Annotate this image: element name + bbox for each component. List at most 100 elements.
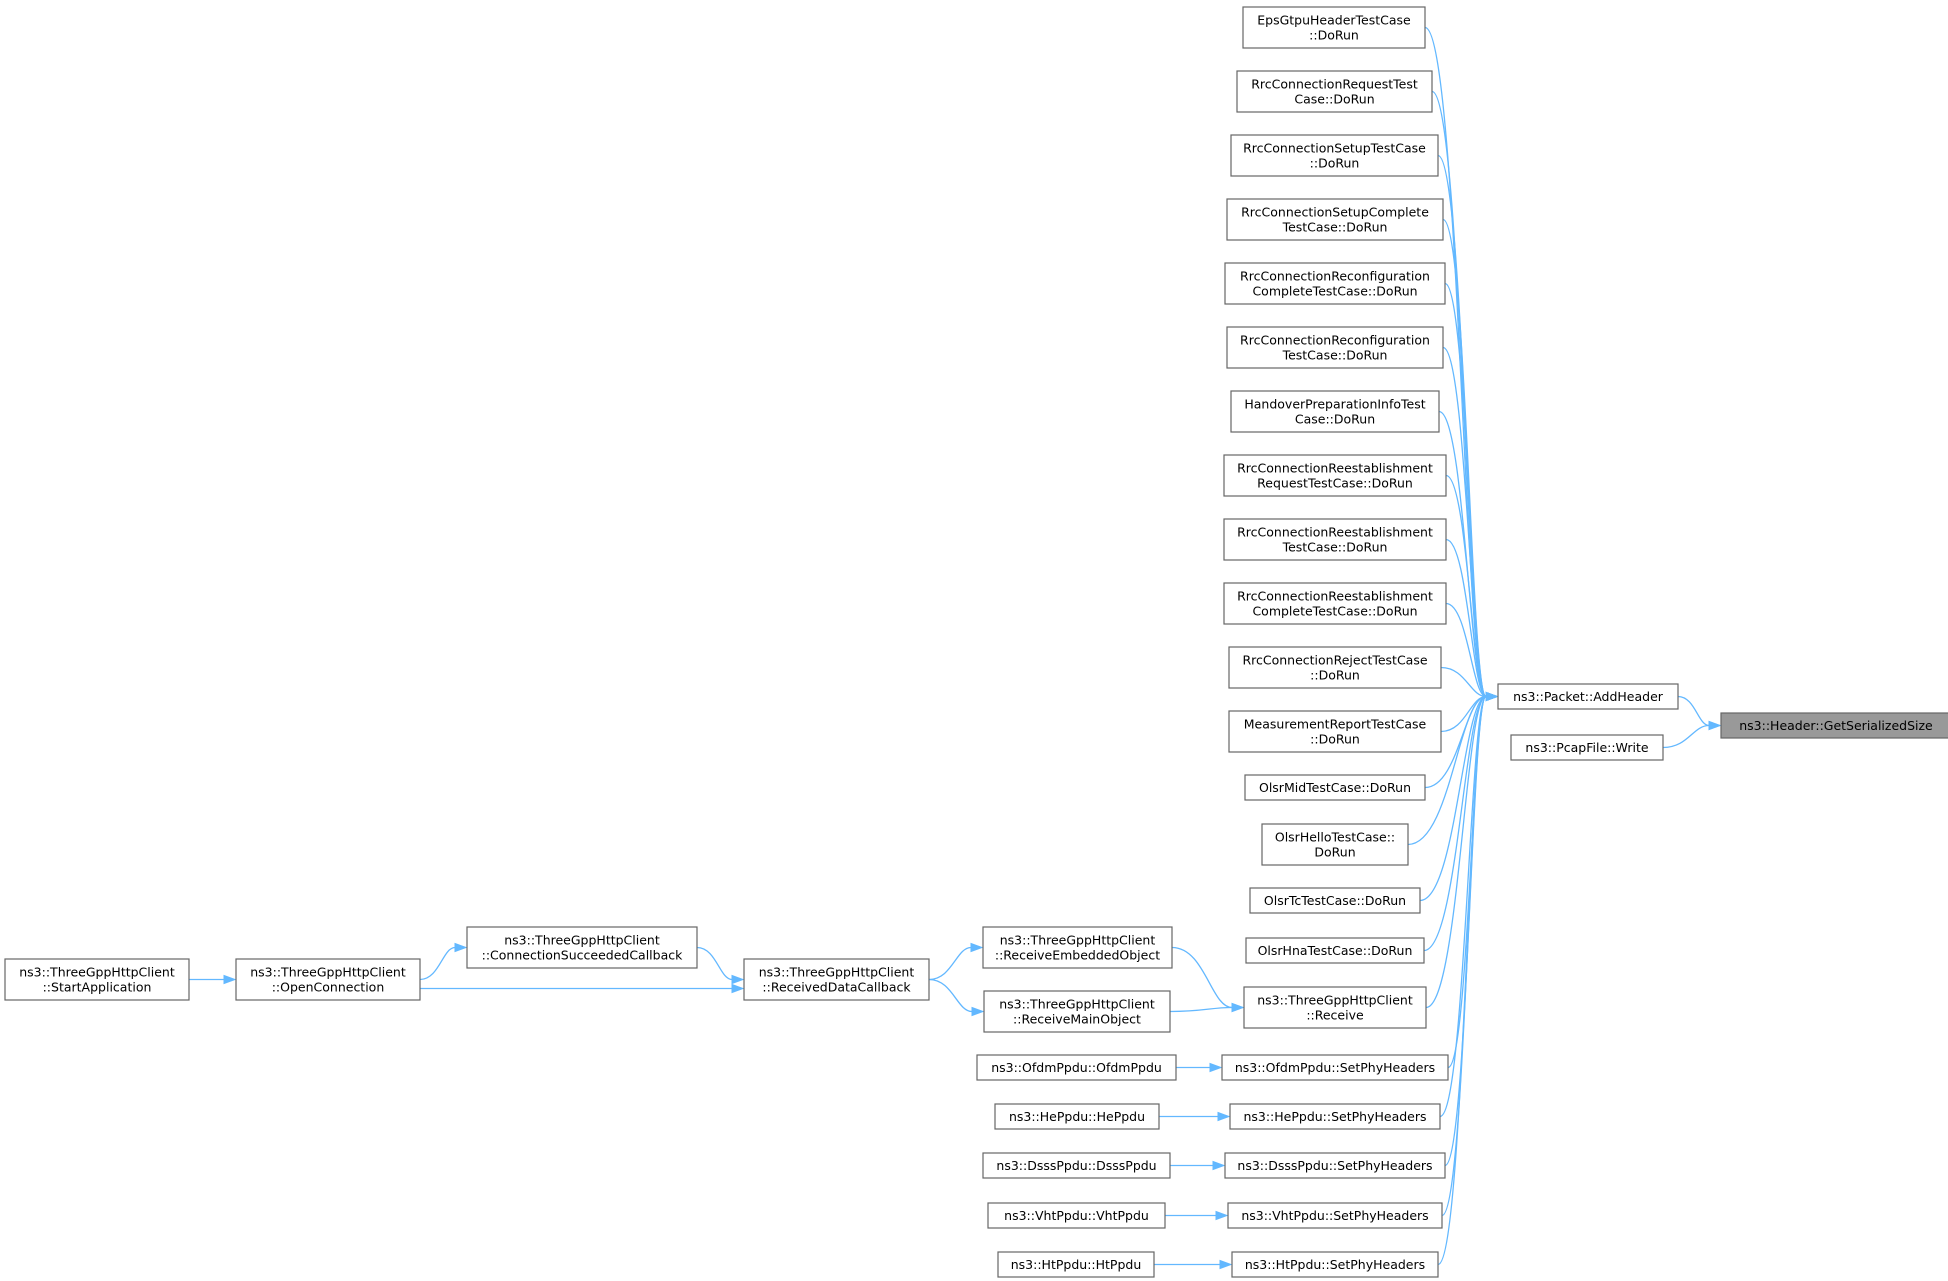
node-pcapwrite[interactable]: ns3::PcapFile::Write — [1510, 734, 1664, 761]
node-openconn-label-1: ::OpenConnection — [272, 980, 385, 995]
node-epsgtpu[interactable]: EpsGtpuHeaderTestCase::DoRun — [1242, 6, 1426, 49]
node-dsssctor[interactable]: ns3::DsssPpdu::DsssPpdu — [982, 1152, 1171, 1179]
node-rrcreconfcomplete[interactable]: RrcConnectionReconfigurationCompleteTest… — [1224, 262, 1446, 305]
node-rrcreconf[interactable]: RrcConnectionReconfigurationTestCase::Do… — [1226, 326, 1444, 369]
node-startapp-label-0: ns3::ThreeGppHttpClient — [19, 965, 175, 980]
node-recvmain[interactable]: ns3::ThreeGppHttpClient::ReceiveMainObje… — [983, 990, 1171, 1033]
node-rrcsetupcomplete-label-1: TestCase::DoRun — [1282, 220, 1388, 235]
edge-rrcsetup-to-addheader — [1437, 154, 1499, 702]
node-hector[interactable]: ns3::HePpdu::HePpdu — [994, 1103, 1160, 1130]
node-measreport-label-0: MeasurementReportTestCase — [1244, 717, 1427, 732]
nodes-layer: ns3::Header::GetSerializedSize ns3::Packe… — [4, 6, 1948, 1278]
node-getsize[interactable]: ns3::Header::GetSerializedSize — [1720, 712, 1948, 739]
node-connsucceeded-label-1: ::ConnectionSucceededCallback — [482, 948, 683, 963]
node-olsrtc-label-0: OlsrTcTestCase::DoRun — [1264, 893, 1406, 908]
node-addheader-label-0: ns3::Packet::AddHeader — [1513, 689, 1664, 704]
node-vhtset[interactable]: ns3::VhtPpdu::SetPhyHeaders — [1227, 1202, 1443, 1229]
node-rrcreject-label-1: ::DoRun — [1310, 668, 1360, 683]
node-dsssctor-label-0: ns3::DsssPpdu::DsssPpdu — [996, 1158, 1156, 1173]
node-rrcreconf-label-1: TestCase::DoRun — [1282, 348, 1388, 363]
node-epsgtpu-label-0: EpsGtpuHeaderTestCase — [1257, 13, 1411, 28]
node-rrcreest-label-1: TestCase::DoRun — [1282, 540, 1388, 555]
node-rrcsetup[interactable]: RrcConnectionSetupTestCase::DoRun — [1230, 134, 1439, 177]
edge-dsssset-to-addheader — [1444, 691, 1499, 1167]
edge-rrcreconfcomplete-to-addheader — [1444, 282, 1499, 702]
node-rrcreject[interactable]: RrcConnectionRejectTestCase::DoRun — [1228, 646, 1442, 689]
node-heset-label-0: ns3::HePpdu::SetPhyHeaders — [1243, 1109, 1426, 1124]
node-connsucceeded[interactable]: ns3::ThreeGppHttpClient::ConnectionSucce… — [466, 926, 698, 969]
node-olsrtc[interactable]: OlsrTcTestCase::DoRun — [1249, 887, 1421, 914]
node-rrcreconfcomplete-label-0: RrcConnectionReconfiguration — [1240, 269, 1430, 284]
node-rrcsetup-label-1: ::DoRun — [1310, 156, 1360, 171]
node-dsssset-label-0: ns3::DsssPpdu::SetPhyHeaders — [1237, 1158, 1432, 1173]
node-recvdata-label-0: ns3::ThreeGppHttpClient — [759, 965, 915, 980]
node-rrcreest-label-0: RrcConnectionReestablishment — [1237, 525, 1433, 540]
node-handover-label-0: HandoverPreparationInfoTest — [1244, 397, 1425, 412]
node-epsgtpu-label-1: ::DoRun — [1309, 28, 1359, 43]
node-receive-label-1: ::Receive — [1306, 1008, 1364, 1023]
node-recvembedded-label-0: ns3::ThreeGppHttpClient — [1000, 933, 1156, 948]
node-heset[interactable]: ns3::HePpdu::SetPhyHeaders — [1229, 1103, 1441, 1130]
node-rrcreconf-label-0: RrcConnectionReconfiguration — [1240, 333, 1430, 348]
node-hector-label-0: ns3::HePpdu::HePpdu — [1009, 1109, 1145, 1124]
node-getsize-label-0: ns3::Header::GetSerializedSize — [1739, 718, 1933, 733]
edge-vhtctor-to-vhtset — [1165, 1210, 1229, 1221]
node-recvembedded[interactable]: ns3::ThreeGppHttpClient::ReceiveEmbedded… — [982, 926, 1173, 969]
node-rrcsetupcomplete[interactable]: RrcConnectionSetupCompleteTestCase::DoRu… — [1226, 198, 1444, 241]
node-measreport-label-1: ::DoRun — [1310, 732, 1360, 747]
edge-openconn-to-connsucceeded — [419, 942, 468, 981]
node-pcapwrite-label-0: ns3::PcapFile::Write — [1525, 740, 1648, 755]
node-olsrhello[interactable]: OlsrHelloTestCase::DoRun — [1261, 823, 1409, 866]
node-ofdmctor[interactable]: ns3::OfdmPpdu::OfdmPpdu — [976, 1054, 1177, 1081]
node-rrcreest[interactable]: RrcConnectionReestablishmentTestCase::Do… — [1223, 518, 1447, 561]
node-addheader[interactable]: ns3::Packet::AddHeader — [1497, 683, 1679, 710]
node-recvembedded-label-1: ::ReceiveEmbeddedObject — [995, 948, 1160, 963]
node-olsrmid[interactable]: OlsrMidTestCase::DoRun — [1244, 774, 1426, 801]
node-startapp[interactable]: ns3::ThreeGppHttpClient::StartApplicatio… — [4, 958, 190, 1001]
node-dsssset[interactable]: ns3::DsssPpdu::SetPhyHeaders — [1224, 1152, 1446, 1179]
node-vhtset-label-0: ns3::VhtPpdu::SetPhyHeaders — [1241, 1208, 1428, 1223]
node-rrcreq-label-1: Case::DoRun — [1294, 92, 1374, 107]
node-rrcreestcomplete-label-0: RrcConnectionReestablishment — [1237, 589, 1433, 604]
node-rrcsetupcomplete-label-0: RrcConnectionSetupComplete — [1241, 205, 1429, 220]
edge-connsucceeded-to-recvdata — [696, 946, 745, 985]
edge-htctor-to-htset — [1154, 1259, 1233, 1270]
node-rrcsetup-label-0: RrcConnectionSetupTestCase — [1243, 141, 1426, 156]
node-ofdmset[interactable]: ns3::OfdmPpdu::SetPhyHeaders — [1221, 1054, 1449, 1081]
node-rrcreestreq[interactable]: RrcConnectionReestablishmentRequestTestC… — [1223, 454, 1447, 497]
node-htctor[interactable]: ns3::HtPpdu::HtPpdu — [997, 1251, 1155, 1278]
node-measreport[interactable]: MeasurementReportTestCase::DoRun — [1228, 710, 1442, 753]
node-receive-label-0: ns3::ThreeGppHttpClient — [1257, 993, 1413, 1008]
node-vhtctor-label-0: ns3::VhtPpdu::VhtPpdu — [1004, 1208, 1149, 1223]
edge-ofdmctor-to-ofdmset — [1176, 1062, 1223, 1073]
node-rrcreestcomplete-label-1: CompleteTestCase::DoRun — [1252, 604, 1417, 619]
node-vhtctor[interactable]: ns3::VhtPpdu::VhtPpdu — [987, 1202, 1166, 1229]
node-handover-label-1: Case::DoRun — [1295, 412, 1375, 427]
node-rrcreconfcomplete-label-1: CompleteTestCase::DoRun — [1252, 284, 1417, 299]
edge-pcapwrite-to-getsize — [1662, 720, 1722, 749]
node-recvmain-label-0: ns3::ThreeGppHttpClient — [999, 997, 1155, 1012]
node-receive[interactable]: ns3::ThreeGppHttpClient::Receive — [1243, 986, 1427, 1029]
node-connsucceeded-label-0: ns3::ThreeGppHttpClient — [504, 933, 660, 948]
node-rrcreestreq-label-1: RequestTestCase::DoRun — [1257, 476, 1413, 491]
edge-openconn-to-recvdata — [420, 983, 745, 994]
node-startapp-label-1: ::StartApplication — [43, 980, 152, 995]
node-openconn[interactable]: ns3::ThreeGppHttpClient::OpenConnection — [235, 958, 421, 1001]
node-olsrhna[interactable]: OlsrHnaTestCase::DoRun — [1245, 937, 1425, 964]
node-olsrhna-label-0: OlsrHnaTestCase::DoRun — [1258, 943, 1413, 958]
node-htset[interactable]: ns3::HtPpdu::SetPhyHeaders — [1231, 1251, 1439, 1278]
node-htctor-label-0: ns3::HtPpdu::HtPpdu — [1011, 1257, 1142, 1272]
node-rrcreestcomplete[interactable]: RrcConnectionReestablishmentCompleteTest… — [1223, 582, 1447, 625]
node-recvdata[interactable]: ns3::ThreeGppHttpClient::ReceivedDataCal… — [743, 958, 930, 1001]
node-openconn-label-0: ns3::ThreeGppHttpClient — [250, 965, 406, 980]
node-rrcreject-label-0: RrcConnectionRejectTestCase — [1242, 653, 1427, 668]
node-olsrmid-label-0: OlsrMidTestCase::DoRun — [1259, 780, 1411, 795]
node-ofdmset-label-0: ns3::OfdmPpdu::SetPhyHeaders — [1235, 1060, 1435, 1075]
edge-dsssctor-to-dsssset — [1170, 1160, 1226, 1171]
node-rrcreq-label-0: RrcConnectionRequestTest — [1251, 77, 1418, 92]
edge-hector-to-heset — [1159, 1111, 1231, 1122]
node-rrcreestreq-label-0: RrcConnectionReestablishment — [1237, 461, 1433, 476]
